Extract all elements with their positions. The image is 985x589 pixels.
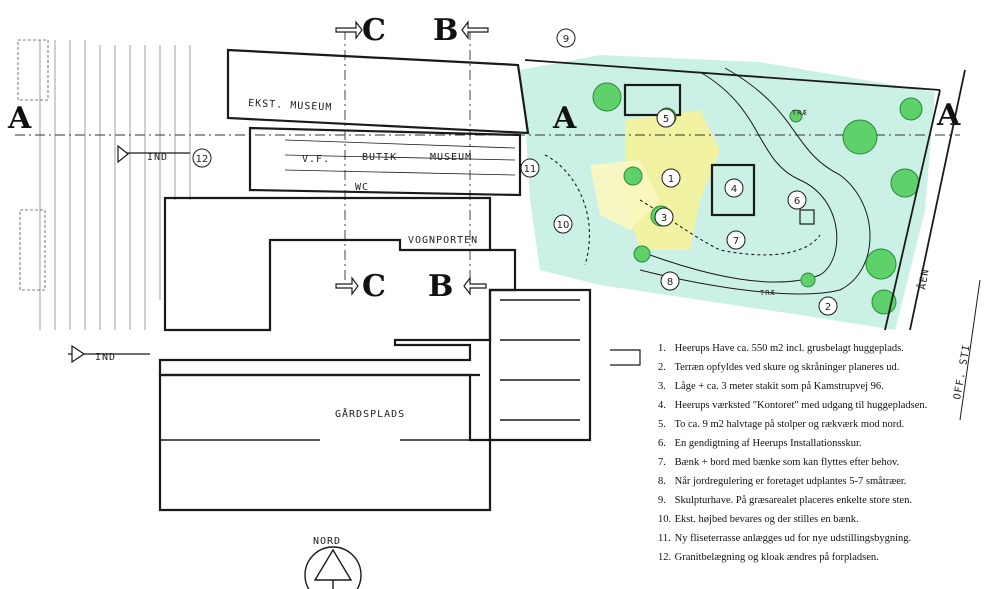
section-mark-c-top: C	[362, 13, 386, 48]
section-mark-a-left: A	[7, 101, 32, 136]
label-trae-1: TRÆ	[792, 109, 808, 117]
label-butik: BUTIK	[362, 152, 397, 163]
callout-4: 4	[724, 178, 744, 198]
legend-item: 12. Granitbelægning og kloak ændres på f…	[658, 552, 879, 563]
label-wc: WC	[355, 182, 369, 193]
section-mark-c-bottom: C	[362, 269, 386, 304]
svg-text:4: 4	[731, 184, 737, 195]
svg-text:5: 5	[663, 114, 669, 125]
callout-8: 8	[660, 271, 680, 291]
entry-arrows	[68, 144, 190, 364]
callout-11: 11	[520, 158, 540, 178]
callout-12: 12	[192, 148, 212, 168]
svg-text:8: 8	[667, 277, 673, 288]
callouts: 1 2 3 4 5 6 7 8 9 10 11 12	[192, 28, 838, 316]
section-mark-a-mid: A	[552, 101, 577, 136]
buildings	[158, 48, 815, 512]
callout-6: 6	[787, 190, 807, 210]
callout-3: 3	[654, 207, 674, 227]
legend-item: 7. Bænk + bord med bænke som kan flyttes…	[658, 457, 900, 468]
svg-text:6: 6	[794, 196, 800, 207]
label-aen: ÅEN	[915, 268, 931, 291]
legend-item: 1. Heerups Have ca. 550 m2 incl. grusbel…	[658, 343, 904, 354]
section-markers: A A A B B C C	[7, 13, 961, 304]
callout-9: 9	[556, 28, 576, 48]
label-trae-2: TRÆ	[760, 289, 776, 297]
svg-text:2: 2	[825, 302, 831, 313]
legend-item: 10. Ekst. højbed bevares og der stilles …	[658, 514, 859, 525]
north-arrow	[304, 546, 362, 589]
legend-item: 3. Låge + ca. 3 meter stakit som på Kams…	[658, 381, 884, 392]
legend-item: 8. Når jordregulering er foretaget udpla…	[658, 476, 907, 487]
section-mark-b-bottom: B	[428, 269, 453, 304]
label-vognporten: VOGNPORTEN	[408, 235, 478, 246]
legend-item: 5. To ca. 9 m2 halvtage på stolper og ræ…	[658, 419, 905, 430]
section-mark-a-right: A	[936, 98, 961, 133]
garden-boundary	[524, 59, 981, 421]
legend-list: 1. Heerups Have ca. 550 m2 incl. grusbel…	[658, 339, 978, 567]
callout-10: 10	[553, 214, 573, 234]
section-lines	[15, 30, 960, 290]
svg-text:11: 11	[524, 164, 537, 175]
svg-text:1: 1	[668, 174, 674, 185]
legend-item: 11. Ny fliseterrasse anlægges ud for nye…	[658, 533, 912, 544]
hatched-area	[17, 39, 191, 330]
callout-2: 2	[818, 296, 838, 316]
label-nord: NORD	[313, 536, 341, 547]
legend-item: 9. Skulpturhave. På græsarealet placeres…	[658, 495, 912, 506]
svg-text:7: 7	[733, 236, 739, 247]
callout-5: 5	[656, 108, 676, 128]
label-ekst-museum: EKST. MUSEUM	[248, 98, 333, 113]
legend-item: 4. Heerups værksted "Kontoret" med udgan…	[658, 400, 928, 411]
label-vf: V.F.	[302, 154, 330, 165]
svg-text:9: 9	[563, 34, 569, 45]
callout-7: 7	[726, 230, 746, 250]
svg-text:10: 10	[557, 220, 570, 231]
label-museum: MUSEUM	[430, 152, 472, 163]
legend-item: 2. Terræn opfyldes ved skure og skråning…	[658, 362, 900, 373]
section-mark-b-top: B	[433, 13, 458, 48]
slope-band	[639, 67, 871, 295]
label-ind-mid: IND	[95, 352, 116, 363]
label-gaardsplads: GÅRDSPLADS	[335, 407, 405, 420]
svg-text:3: 3	[661, 213, 667, 224]
svg-text:12: 12	[196, 154, 209, 165]
label-ind-top: IND	[147, 152, 168, 163]
legend-item: 6. En gendigtning af Heerups Installatio…	[658, 438, 862, 449]
garden-paths	[544, 154, 821, 266]
callout-1: 1	[661, 168, 681, 188]
